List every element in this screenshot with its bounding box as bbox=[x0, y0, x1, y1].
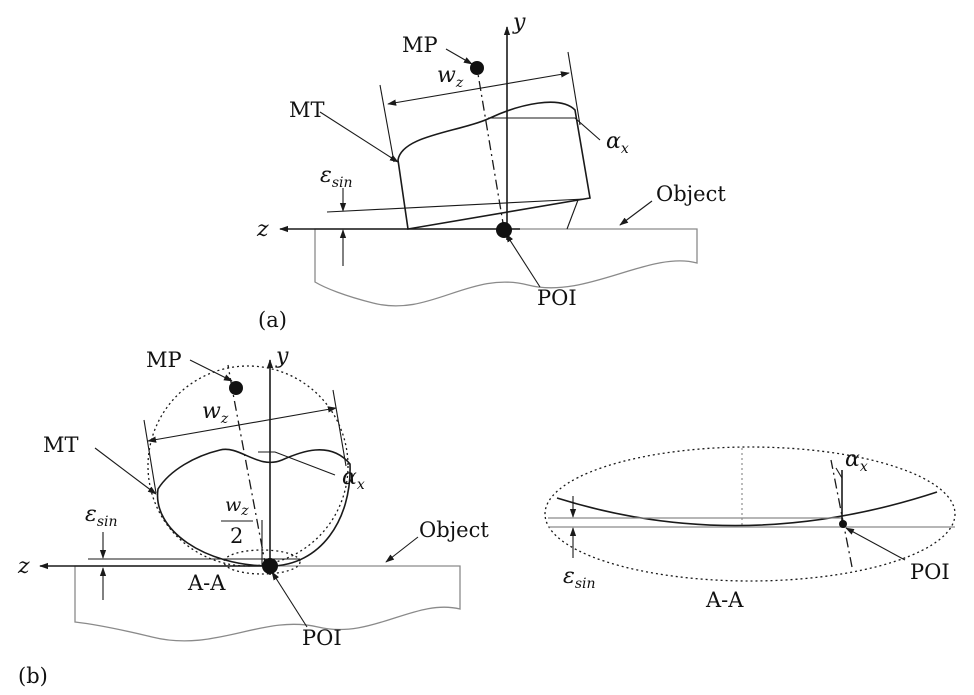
panel-label-b: (b) bbox=[18, 664, 48, 688]
wz-dimension-b bbox=[147, 406, 337, 443]
alpha-label-b: αx bbox=[342, 465, 365, 493]
poi-leader-a bbox=[505, 233, 541, 288]
object-label-b: Object bbox=[419, 518, 489, 542]
eps-line-a bbox=[326, 198, 585, 213]
panel-b: MP y z MT Object POI A-A (b) wz wz 2 αx … bbox=[17, 344, 489, 688]
poi-point-b bbox=[262, 558, 278, 574]
poi-point-a bbox=[496, 222, 512, 238]
poi-leader-b bbox=[271, 571, 308, 628]
alpha-leader-b bbox=[258, 451, 336, 476]
mp-point-b bbox=[229, 381, 243, 395]
detail-angle-mark bbox=[835, 467, 843, 479]
alpha-leader-a bbox=[488, 117, 601, 141]
poi-label-b: POI bbox=[302, 626, 342, 650]
tilt-reference-a bbox=[566, 199, 579, 230]
object-body-a bbox=[314, 228, 698, 307]
detail-axis-dash bbox=[830, 459, 853, 568]
wz-dimension-a bbox=[387, 71, 570, 106]
mp-point-a bbox=[470, 61, 484, 75]
object-label-a: Object bbox=[656, 182, 726, 206]
object-leader-b bbox=[385, 536, 419, 563]
detail-poi-leader bbox=[845, 527, 906, 561]
mt-label-b: MT bbox=[43, 433, 79, 457]
detail-poi-label: POI bbox=[910, 560, 950, 584]
z-axis-label-a: z bbox=[256, 217, 269, 242]
detail-ellipse bbox=[544, 446, 956, 582]
section-label-b: A-A bbox=[187, 571, 226, 595]
mp-leader-a bbox=[445, 48, 473, 65]
mp-label-b: MP bbox=[146, 348, 182, 372]
measuring-tool-b bbox=[156, 448, 351, 567]
mt-leader-a bbox=[319, 111, 399, 163]
detail-alpha-label: αx bbox=[845, 447, 868, 475]
object-body-b bbox=[74, 565, 461, 642]
half-wz-denominator: 2 bbox=[230, 524, 243, 548]
panel-a: MP y z MT Object POI (a) wz αx εsin bbox=[256, 10, 726, 332]
mp-leader-b bbox=[189, 359, 233, 382]
detail-eps-label: εsin bbox=[563, 564, 596, 592]
eps-label-b: εsin bbox=[85, 502, 118, 530]
alpha-label-a: αx bbox=[606, 129, 629, 157]
z-axis-label-b: z bbox=[17, 554, 30, 579]
wz-label-b: wz bbox=[202, 399, 229, 427]
mp-label-a: MP bbox=[402, 33, 438, 57]
tool-axis-a bbox=[476, 67, 505, 230]
wz-extension-right-a bbox=[567, 51, 581, 126]
detail-tool-arc bbox=[556, 491, 938, 527]
y-axis-label-b: y bbox=[275, 344, 289, 369]
half-wz-numerator: wz bbox=[225, 494, 249, 519]
wz-extension-left-b bbox=[143, 419, 157, 494]
detail-poi-point bbox=[839, 520, 847, 528]
y-axis-label-a: y bbox=[512, 10, 526, 35]
mt-leader-b bbox=[94, 447, 157, 495]
detail-section-label: A-A bbox=[705, 588, 744, 612]
panel-label-a: (a) bbox=[258, 308, 287, 332]
wz-label-a: wz bbox=[437, 63, 464, 91]
detail-section: αx εsin POI A-A bbox=[544, 446, 956, 612]
object-leader-a bbox=[619, 200, 653, 226]
wz-extension-left-a bbox=[379, 84, 395, 163]
eps-label-a: εsin bbox=[320, 163, 353, 191]
poi-label-a: POI bbox=[537, 286, 577, 310]
mt-label-a: MT bbox=[289, 98, 325, 122]
wz-extension-right-b bbox=[332, 389, 347, 467]
tool-circle-dotted bbox=[147, 365, 349, 567]
